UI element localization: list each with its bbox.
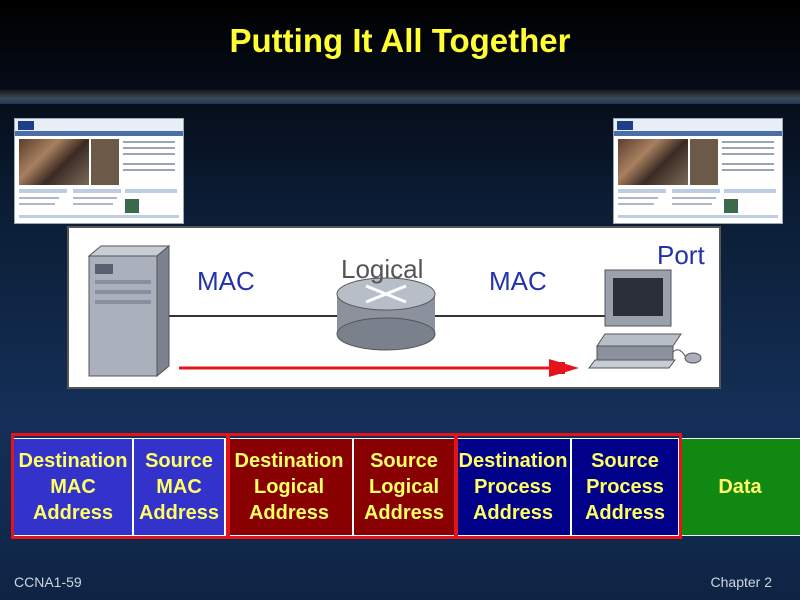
- thumbnail-nav: [614, 131, 782, 136]
- thumbnail-photo-secondary: [91, 139, 119, 185]
- thumbnail-text-line: [722, 147, 774, 149]
- thumbnail-photo-secondary: [690, 139, 718, 185]
- footer-right: Chapter 2: [710, 574, 772, 590]
- field-data: Data: [679, 438, 800, 536]
- thumbnail-section: [618, 189, 666, 193]
- field-source-process: Source Process Address: [571, 438, 679, 536]
- thumbnail-header: [15, 119, 183, 131]
- thumbnail-photo: [618, 139, 688, 185]
- title-divider: [0, 90, 800, 104]
- logical-group-highlight: [227, 433, 457, 539]
- thumbnail-logo: [18, 121, 34, 130]
- slide-title: Putting It All Together: [229, 22, 571, 59]
- thumbnail-text-line: [123, 141, 175, 143]
- thumbnail-text-line: [73, 197, 117, 199]
- port-label: Port: [657, 240, 705, 270]
- field-source-logical: Source Logical Address: [353, 438, 455, 536]
- footer-left: CCNA1-59: [14, 574, 82, 590]
- thumbnail-footer: [618, 215, 778, 218]
- network-diagram-svg: [87, 244, 702, 378]
- thumbnail-text-line: [722, 163, 774, 165]
- workstation-icon: [588, 269, 702, 369]
- thumbnail-text-line: [123, 163, 175, 165]
- thumbnail-section: [73, 189, 121, 193]
- web-page-thumbnail-right: [613, 118, 783, 224]
- thumbnail-header: [614, 119, 782, 131]
- field-destination-logical: Destination Logical Address: [225, 438, 353, 536]
- thumbnail-footer: [19, 215, 179, 218]
- thumbnail-image: [724, 199, 738, 213]
- field-destination-process: Destination Process Address: [455, 438, 571, 536]
- logical-label: Logical: [341, 254, 424, 284]
- server-icon: [87, 244, 171, 378]
- thumbnail-text-line: [123, 153, 175, 155]
- thumbnail-text-line: [618, 203, 654, 205]
- thumbnail-image: [125, 199, 139, 213]
- web-page-thumbnail-left: [14, 118, 184, 224]
- thumbnail-photo: [19, 139, 89, 185]
- thumbnail-text-line: [19, 203, 55, 205]
- thumbnail-nav: [15, 131, 183, 136]
- thumbnail-text-line: [123, 169, 175, 171]
- mac-group-highlight: [11, 433, 229, 539]
- network-diagram: MAC Logical MAC Port: [67, 226, 721, 389]
- mac-label-right: MAC: [489, 266, 547, 296]
- thumbnail-text-line: [73, 203, 113, 205]
- thumbnail-text-line: [672, 203, 712, 205]
- process-group-highlight: [455, 433, 682, 539]
- thumbnail-section: [672, 189, 720, 193]
- thumbnail-section: [125, 189, 177, 193]
- thumbnail-text-line: [722, 141, 774, 143]
- flow-arrow: [179, 359, 579, 377]
- field-destination-mac: Destination MAC Address: [13, 438, 133, 536]
- thumbnail-logo: [617, 121, 633, 130]
- thumbnail-text-line: [722, 169, 774, 171]
- thumbnail-text-line: [722, 153, 774, 155]
- thumbnail-text-line: [123, 147, 175, 149]
- field-source-mac: Source MAC Address: [133, 438, 225, 536]
- thumbnail-text-line: [618, 197, 658, 199]
- thumbnail-text-line: [672, 197, 716, 199]
- router-icon: [336, 277, 436, 351]
- thumbnail-text-line: [19, 197, 59, 199]
- thumbnail-section: [724, 189, 776, 193]
- thumbnail-section: [19, 189, 67, 193]
- mac-label-left: MAC: [197, 266, 255, 296]
